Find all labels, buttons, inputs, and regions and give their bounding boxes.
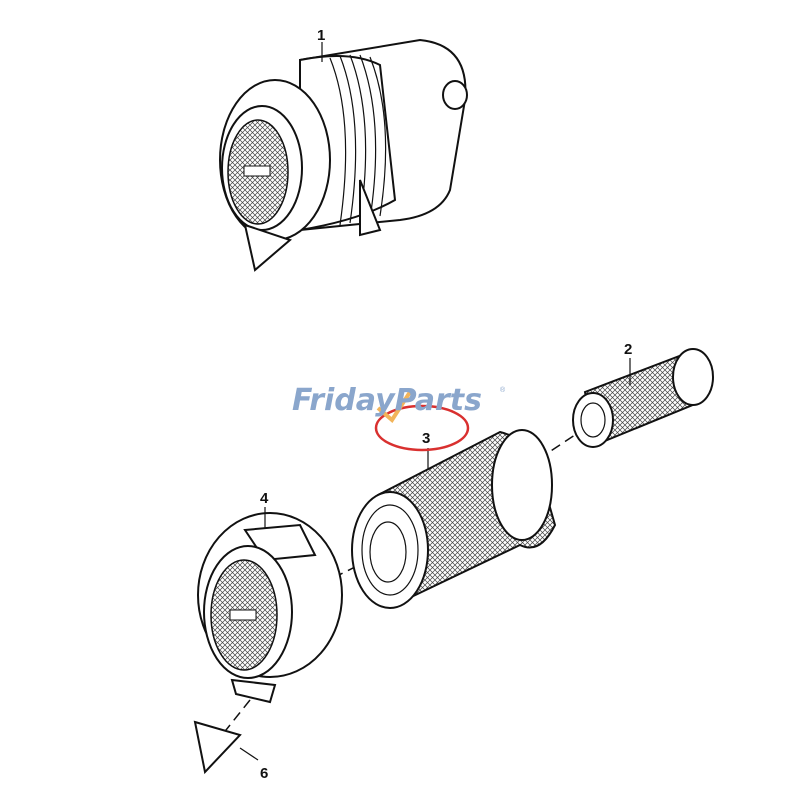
watermark-logo: FridayParts ®: [292, 383, 506, 424]
callout-4: 4: [260, 490, 269, 507]
highlight-circle: [374, 404, 470, 452]
air-cleaner-assembly[interactable]: 1: [219, 27, 468, 272]
assembly-line: [221, 699, 251, 736]
cover[interactable]: 4: [197, 490, 343, 704]
callout-6: 6: [260, 765, 268, 782]
callout-2: 2: [624, 341, 632, 358]
watermark-text: FridayParts: [292, 383, 482, 418]
check-mark-icon: [376, 390, 412, 424]
callout-3: 3: [422, 430, 430, 447]
safety-filter-element[interactable]: 2: [572, 341, 714, 448]
primary-filter-element[interactable]: 3: [351, 404, 557, 609]
vacuator-valve[interactable]: 6: [193, 720, 268, 782]
callout-1: 1: [317, 27, 325, 44]
registered-mark: ®: [500, 386, 506, 394]
